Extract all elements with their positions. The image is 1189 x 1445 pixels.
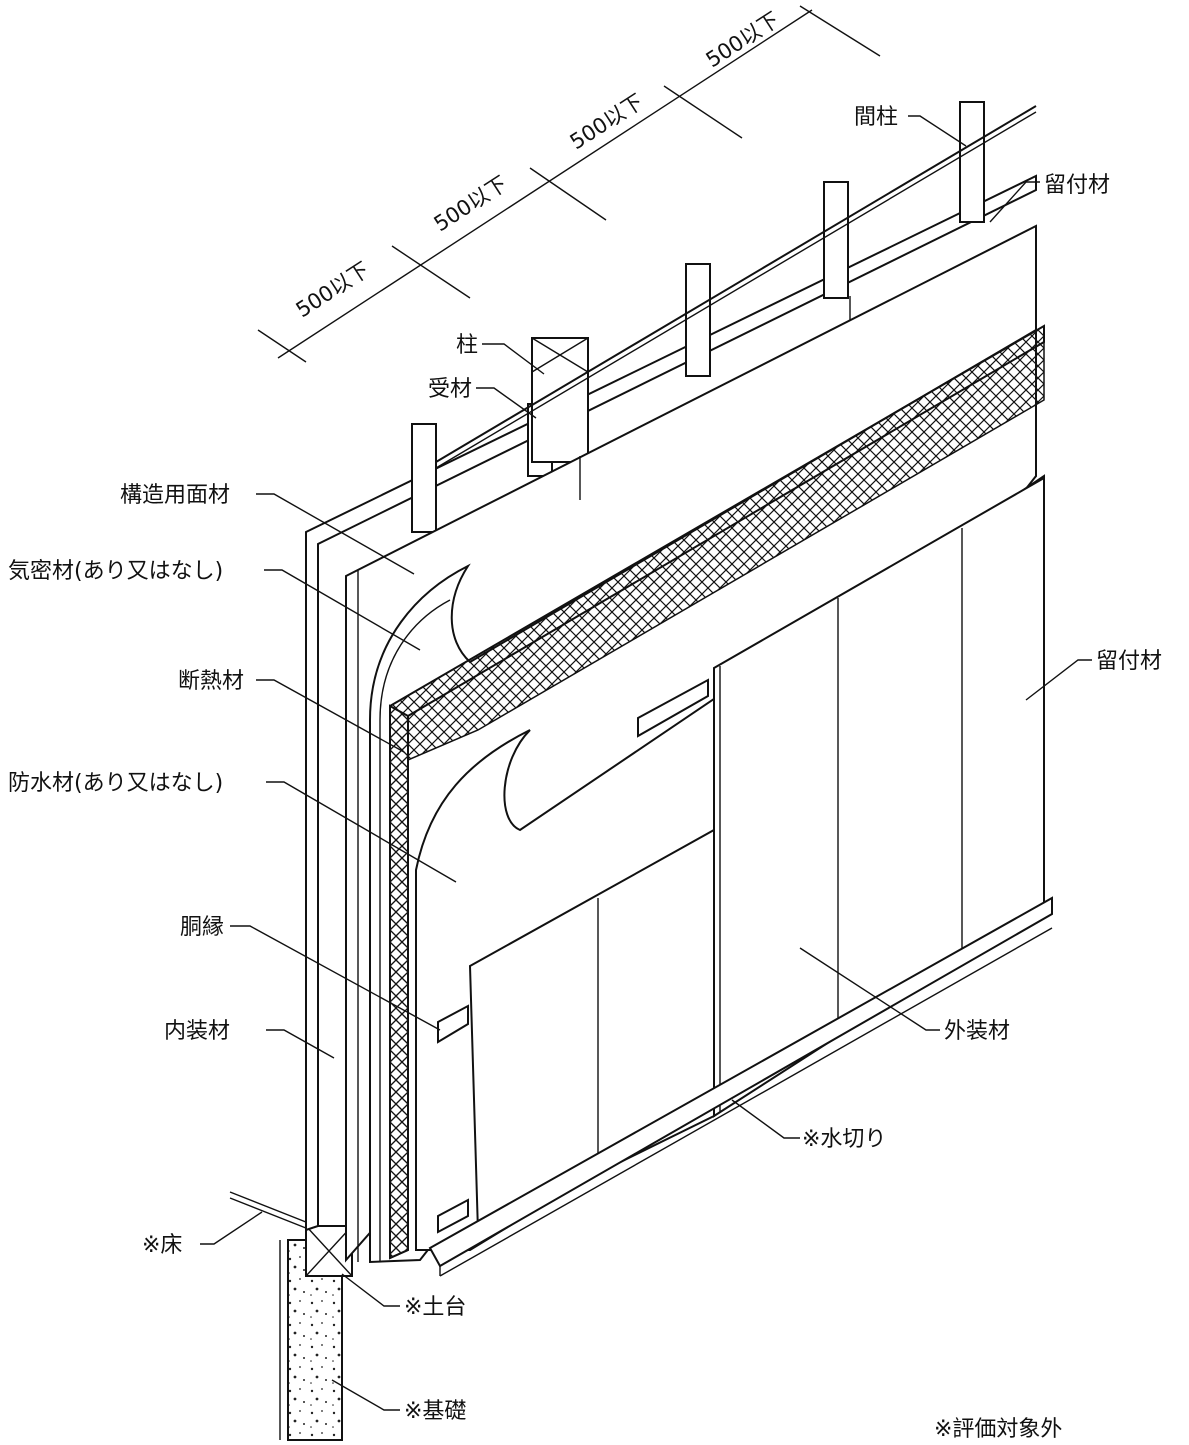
interior-finish xyxy=(305,174,1037,1232)
label-kiso: ※基礎 xyxy=(404,1399,466,1424)
dimension-label-4: 500以下 xyxy=(702,7,784,72)
label-tomezukezai-right: 留付材 xyxy=(1096,649,1162,674)
label-mabashira: 間柱 xyxy=(854,105,898,130)
dimension-label-1: 500以下 xyxy=(292,257,374,322)
top-rail xyxy=(435,105,1037,463)
water-drip xyxy=(428,896,1053,1277)
label-yuka: ※床 xyxy=(142,1233,182,1258)
label-naisozai: 内装材 xyxy=(164,1019,230,1044)
furring-strips xyxy=(437,678,709,1234)
leader-lines xyxy=(200,115,1092,1411)
studs xyxy=(411,101,985,533)
sill-block xyxy=(305,1225,353,1277)
label-dannetsuzai: 断熱材 xyxy=(178,669,244,694)
label-hashira: 柱 xyxy=(456,333,478,358)
label-mizukiri: ※水切り xyxy=(802,1127,886,1152)
note-evaluation-exclusion: ※評価対象外 xyxy=(934,1417,1062,1442)
label-dobuchi: 胴縁 xyxy=(180,915,224,940)
label-kozoyo-menzai: 構造用面材 xyxy=(120,483,230,508)
label-bosuizai: 防水材(あり又はなし) xyxy=(8,771,223,796)
label-ukezai: 受材 xyxy=(428,377,472,402)
label-tomezukezai-top: 留付材 xyxy=(1044,173,1110,198)
floor-line xyxy=(229,1191,317,1227)
dimension-lines xyxy=(257,5,881,363)
dimension-label-2: 500以下 xyxy=(430,171,512,236)
label-dodai: ※土台 xyxy=(404,1295,466,1320)
label-kimitsuzai: 気密材(あり又はなし) xyxy=(8,559,223,584)
insulation xyxy=(389,324,1045,1260)
label-gaisozai: 外装材 xyxy=(944,1019,1010,1044)
